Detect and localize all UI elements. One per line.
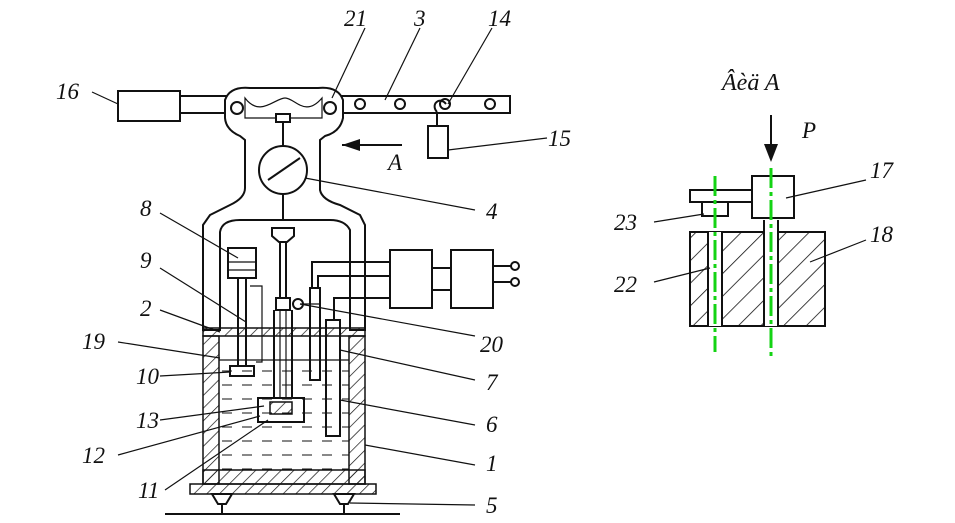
dial-gauge <box>258 113 308 220</box>
label-16: 16 <box>56 79 80 104</box>
label-22: 22 <box>614 272 637 297</box>
view-arrow <box>342 139 402 151</box>
label-3: 3 <box>413 6 426 31</box>
label-force: P <box>801 118 816 143</box>
label-9: 9 <box>140 248 152 273</box>
label-11: 11 <box>138 478 159 503</box>
label-20: 20 <box>480 332 504 357</box>
view-title: Âèä A <box>720 70 780 96</box>
label-18: 18 <box>870 222 894 247</box>
label-10: 10 <box>136 364 160 389</box>
label-2: 2 <box>140 296 152 321</box>
label-5: 5 <box>486 493 498 518</box>
label-14: 14 <box>488 6 511 31</box>
indenter-bar <box>689 189 753 203</box>
label-8: 8 <box>140 196 152 221</box>
label-23: 23 <box>614 210 637 235</box>
label-15: 15 <box>548 126 571 151</box>
leader-lines <box>91 27 548 506</box>
label-4: 4 <box>486 199 498 224</box>
control-units <box>292 249 520 320</box>
main-apparatus <box>117 86 520 515</box>
label-1: 1 <box>486 451 498 476</box>
label-19: 19 <box>82 329 106 354</box>
indenter-head <box>751 175 795 219</box>
label-7: 7 <box>486 370 499 395</box>
detail-view <box>689 115 826 358</box>
label-13: 13 <box>136 408 159 433</box>
detail-leaders <box>653 179 867 283</box>
label-21: 21 <box>344 6 367 31</box>
label-a-arrow: A <box>386 150 403 175</box>
counterweight <box>117 90 181 122</box>
vessel-lid <box>202 327 366 337</box>
callout-labels: 16 21 3 14 15 A 4 8 9 2 19 10 13 12 11 2… <box>56 6 895 518</box>
sensor-column <box>227 247 263 377</box>
hanging-weight <box>427 99 449 159</box>
label-12: 12 <box>82 443 105 468</box>
label-6: 6 <box>486 412 498 437</box>
base-plate <box>165 483 400 515</box>
label-17: 17 <box>870 158 895 183</box>
